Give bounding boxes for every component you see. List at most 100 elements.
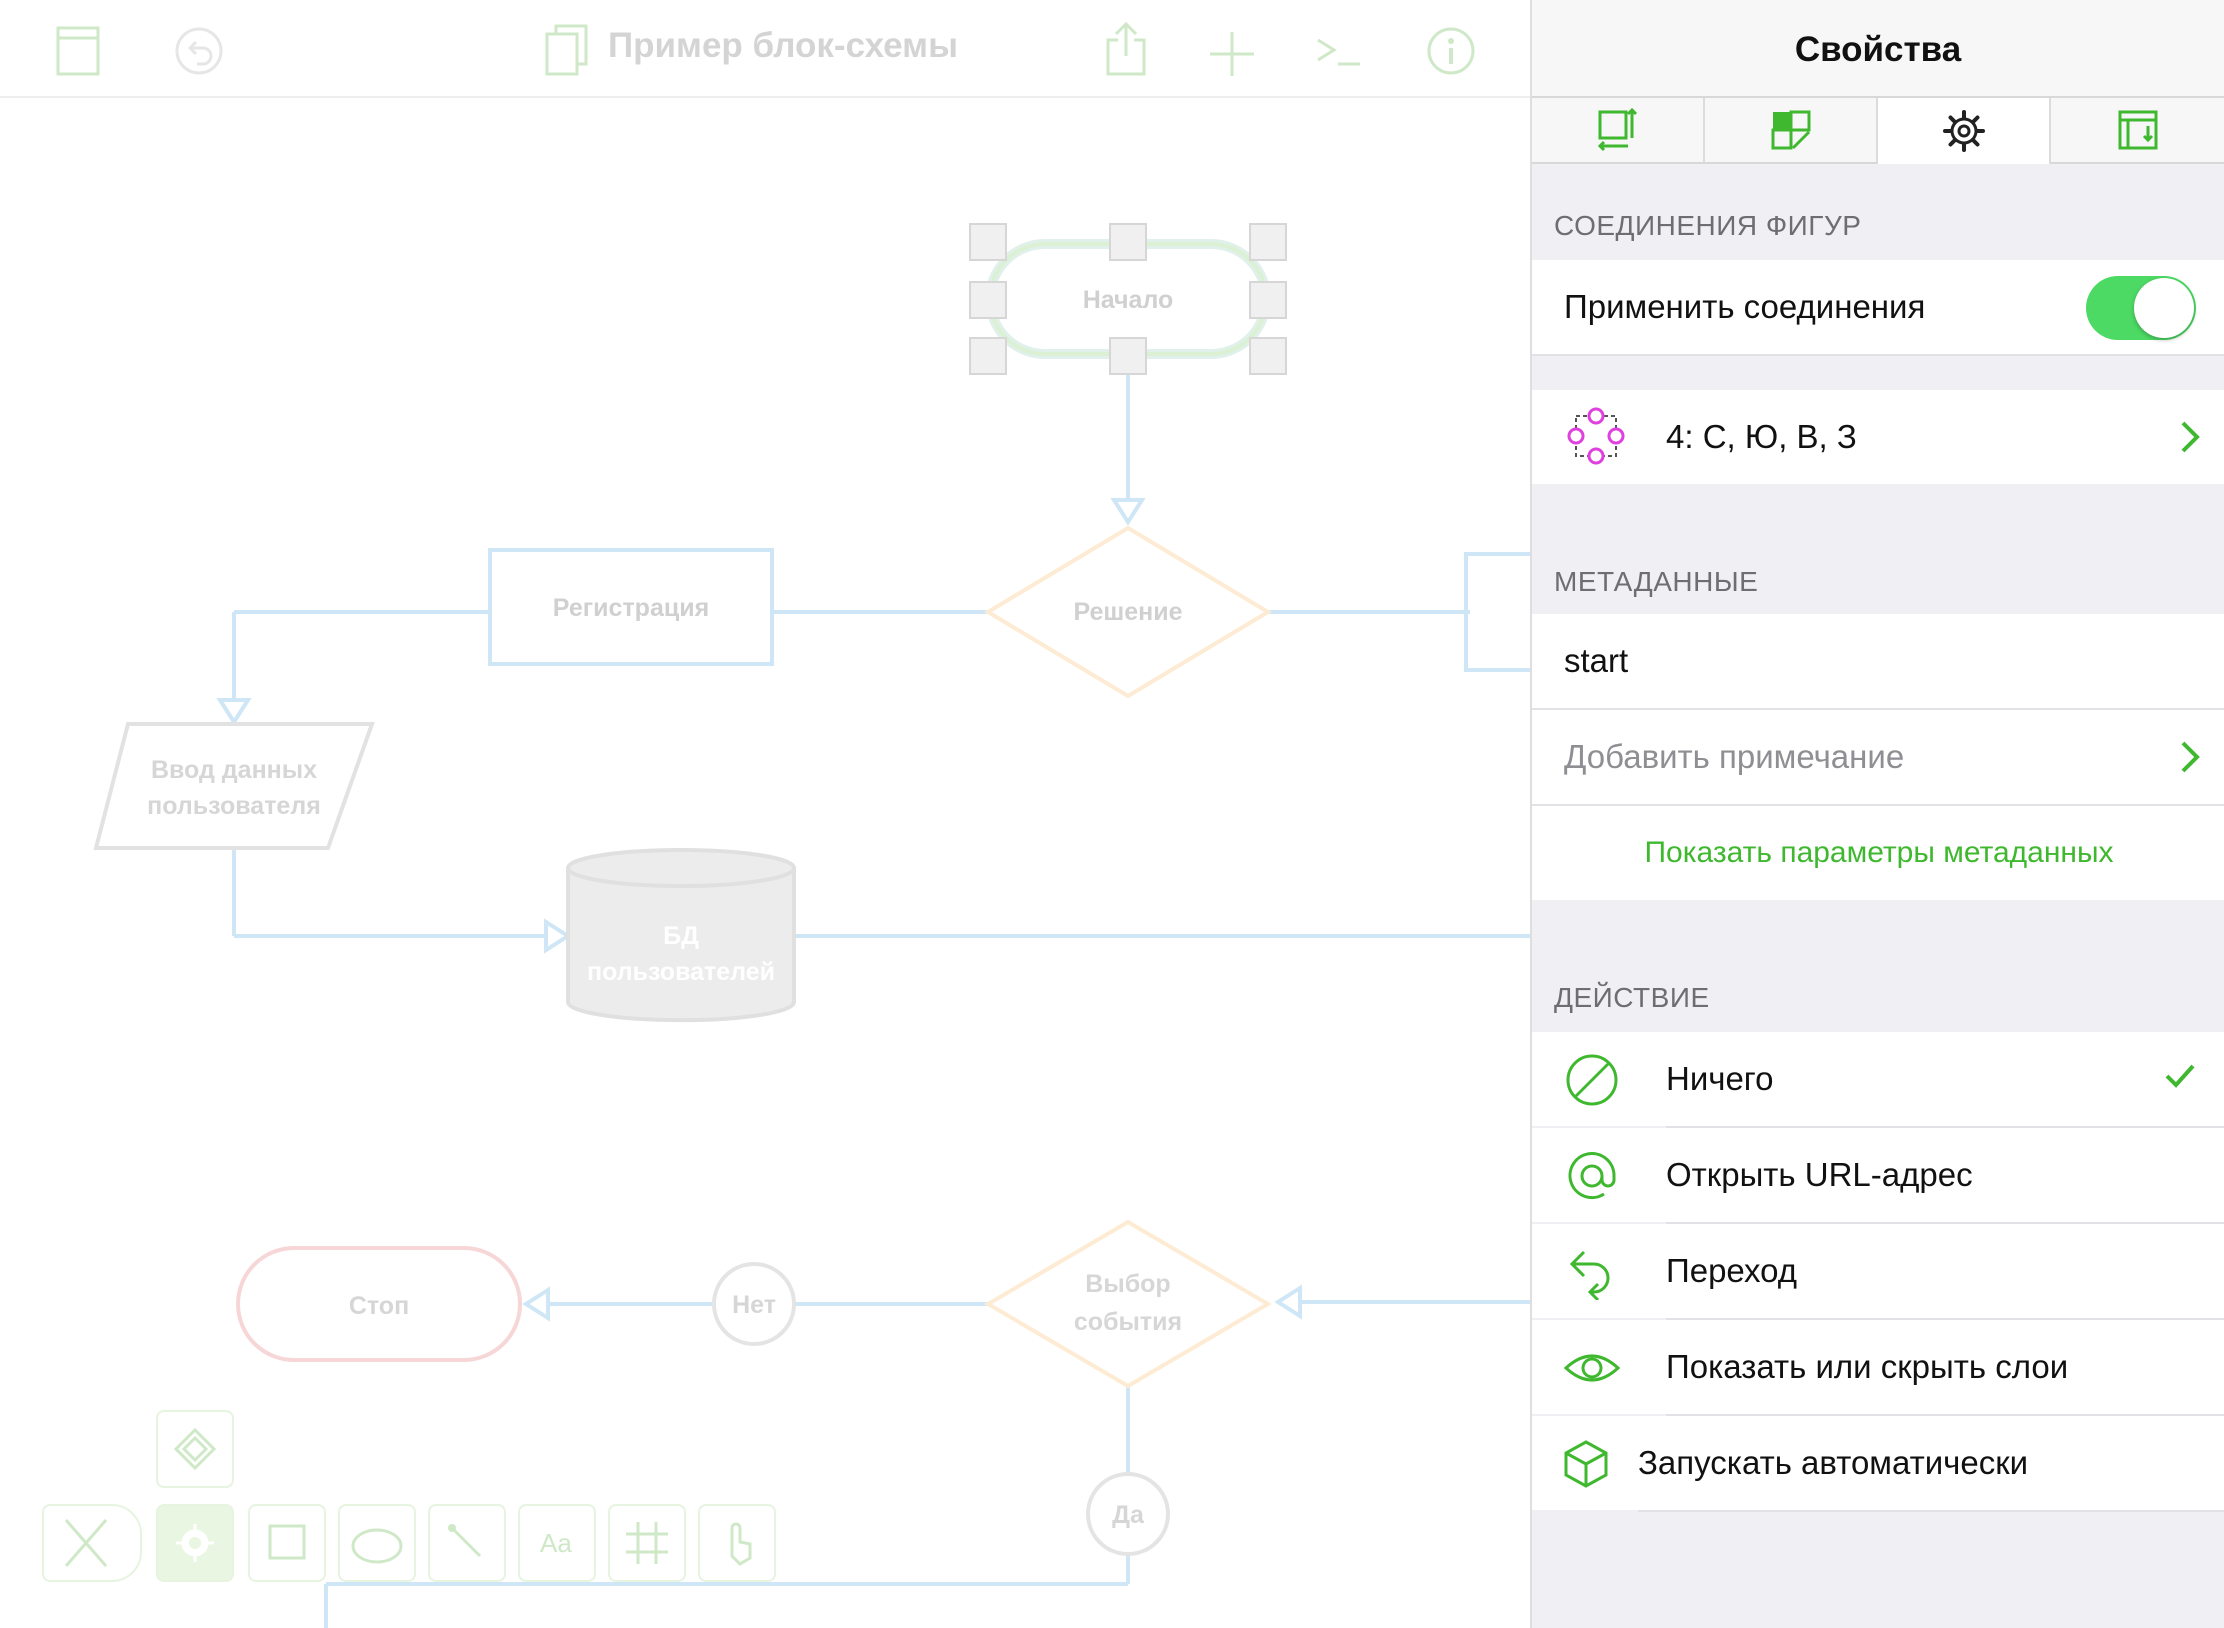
selection-tool-icon xyxy=(176,1524,214,1562)
divider xyxy=(1666,1126,2224,1128)
action-jump-label: Переход xyxy=(1666,1252,1798,1289)
lasso-icon xyxy=(351,1528,403,1564)
auto-run-icon xyxy=(1564,1440,1608,1488)
node-start-label: Начало xyxy=(1083,286,1174,314)
node-stop-label: Стоп xyxy=(349,1292,409,1320)
divider xyxy=(1638,1510,2224,1512)
apply-connections-toggle[interactable] xyxy=(2086,276,2196,340)
tool-line-button[interactable] xyxy=(428,1504,506,1582)
tool-browse-button[interactable] xyxy=(698,1504,776,1582)
sidebar-toggle-icon[interactable] xyxy=(56,26,100,76)
add-icon[interactable] xyxy=(1208,30,1256,78)
metadata-name-value[interactable]: start xyxy=(1564,642,1629,679)
flowchart[interactable]: Начало Решение Регистрация Ввод данных п… xyxy=(0,100,1530,1628)
node-user-input-label-1: Ввод данных xyxy=(151,756,317,784)
apply-connections-row: Применить соединения xyxy=(1532,260,2224,354)
node-yes[interactable]: Да xyxy=(1086,1472,1170,1556)
toggle-knob xyxy=(2134,278,2194,338)
action-none-label: Ничего xyxy=(1666,1060,1774,1097)
at-icon xyxy=(1568,1152,1616,1200)
section-metadata-label: МЕТАДАННЫЕ xyxy=(1554,566,1759,597)
panel-tabs xyxy=(1532,98,2224,164)
tab-properties[interactable] xyxy=(1878,98,2051,164)
show-metadata-params-button[interactable]: Показать параметры метаданных xyxy=(1644,836,2114,869)
properties-panel: Свойства xyxy=(1530,0,2224,1628)
action-open-url-label: Открыть URL-адрес xyxy=(1666,1156,1973,1193)
add-note-placeholder: Добавить примечание xyxy=(1564,738,1905,775)
node-registration-label: Регистрация xyxy=(553,594,709,622)
node-user-db-label-1: БД xyxy=(663,922,699,950)
metadata-name-row[interactable]: start xyxy=(1532,614,2224,708)
action-item-jump[interactable]: Переход xyxy=(1532,1224,2224,1318)
tool-selection-button[interactable] xyxy=(156,1504,234,1582)
tool-style-button[interactable] xyxy=(42,1504,142,1582)
section-connections-label: СОЕДИНЕНИЯ ФИГУР xyxy=(1554,210,1862,241)
geometry-icon xyxy=(1597,108,1637,152)
grid-tool-icon xyxy=(626,1522,668,1564)
node-event-choice-label-1: Выбор xyxy=(1085,1270,1170,1298)
diamond-icon xyxy=(173,1427,217,1471)
hand-pointer-icon xyxy=(730,1522,752,1566)
node-event-choice[interactable]: Выбор события xyxy=(984,1219,1272,1389)
tab-geometry[interactable] xyxy=(1532,98,1705,162)
tab-canvas[interactable] xyxy=(2051,98,2224,162)
none-icon xyxy=(1566,1054,1618,1106)
node-user-input-label-2: пользователя xyxy=(147,792,321,820)
eye-icon xyxy=(1564,1354,1620,1382)
divider xyxy=(1532,804,2224,806)
node-user-db[interactable]: БД пользователей xyxy=(566,848,796,1023)
document-icon xyxy=(545,24,588,76)
checkmark-icon xyxy=(2165,1064,2195,1088)
panel-title: Свойства xyxy=(1794,30,1962,69)
canvas-icon xyxy=(2118,110,2157,150)
magnets-row[interactable]: 4: С, Ю, В, З xyxy=(1532,390,2224,484)
action-item-none[interactable]: Ничего xyxy=(1532,1032,2224,1126)
info-icon[interactable] xyxy=(1426,26,1476,76)
tool-diagram-button[interactable] xyxy=(608,1504,686,1582)
action-item-toggle-layers[interactable]: Показать или скрыть слои xyxy=(1532,1320,2224,1414)
style-icon xyxy=(1771,110,1810,150)
panel-header: Свойства xyxy=(1532,0,2224,98)
node-event-choice-label-2: события xyxy=(1074,1308,1182,1336)
apply-connections-label: Применить соединения xyxy=(1564,288,1926,325)
node-decision[interactable]: Решение xyxy=(984,525,1272,699)
document-toolbar: Пример блок-схемы xyxy=(0,0,1530,98)
canvas-area[interactable]: Пример блок-схемы xyxy=(0,0,1530,1628)
divider xyxy=(1666,1222,2224,1224)
share-icon[interactable] xyxy=(1104,20,1148,78)
node-user-db-label-2: пользователей xyxy=(587,958,775,986)
divider xyxy=(1532,708,2224,710)
rectangle-icon xyxy=(268,1524,306,1560)
tool-magnet-button[interactable] xyxy=(156,1410,234,1488)
connectors xyxy=(216,352,1530,1628)
add-note-row[interactable]: Добавить примечание xyxy=(1532,710,2224,804)
divider xyxy=(1666,1414,2224,1416)
divider xyxy=(1532,354,2224,356)
tool-shape-button[interactable] xyxy=(248,1504,326,1582)
magnets-icon xyxy=(1567,407,1625,465)
tool-text-button[interactable]: Aa xyxy=(518,1504,596,1582)
node-user-input[interactable]: Ввод данных пользователя xyxy=(93,722,375,850)
undo-icon[interactable] xyxy=(174,26,224,76)
gear-icon xyxy=(1942,110,1985,152)
selection-handles[interactable] xyxy=(969,223,1287,375)
pen-pencil-icon xyxy=(64,1519,108,1567)
action-item-open-url[interactable]: Открыть URL-адрес xyxy=(1532,1128,2224,1222)
tool-freehand-button[interactable] xyxy=(338,1504,416,1582)
node-no[interactable]: Нет xyxy=(712,1262,796,1346)
svg-text:Aa: Aa xyxy=(540,1528,572,1558)
divider xyxy=(1666,1318,2224,1320)
show-metadata-params-row[interactable]: Показать параметры метаданных xyxy=(1532,806,2224,900)
node-decision-label: Решение xyxy=(1073,598,1182,626)
node-registration[interactable]: Регистрация xyxy=(488,548,774,666)
node-yes-label: Да xyxy=(1112,1501,1145,1529)
action-toggle-layers-label: Показать или скрыть слои xyxy=(1666,1348,2069,1385)
node-start[interactable]: Начало xyxy=(969,223,1287,375)
text-tool-icon: Aa xyxy=(540,1528,572,1558)
section-action-label: ДЕЙСТВИЕ xyxy=(1554,982,1710,1013)
tab-style[interactable] xyxy=(1705,98,1878,162)
magnets-label: 4: С, Ю, В, З xyxy=(1666,418,1857,455)
console-icon[interactable] xyxy=(1314,34,1362,70)
action-item-auto-run[interactable]: Запускать автоматически xyxy=(1532,1416,2224,1510)
node-stop[interactable]: Стоп xyxy=(236,1246,522,1362)
